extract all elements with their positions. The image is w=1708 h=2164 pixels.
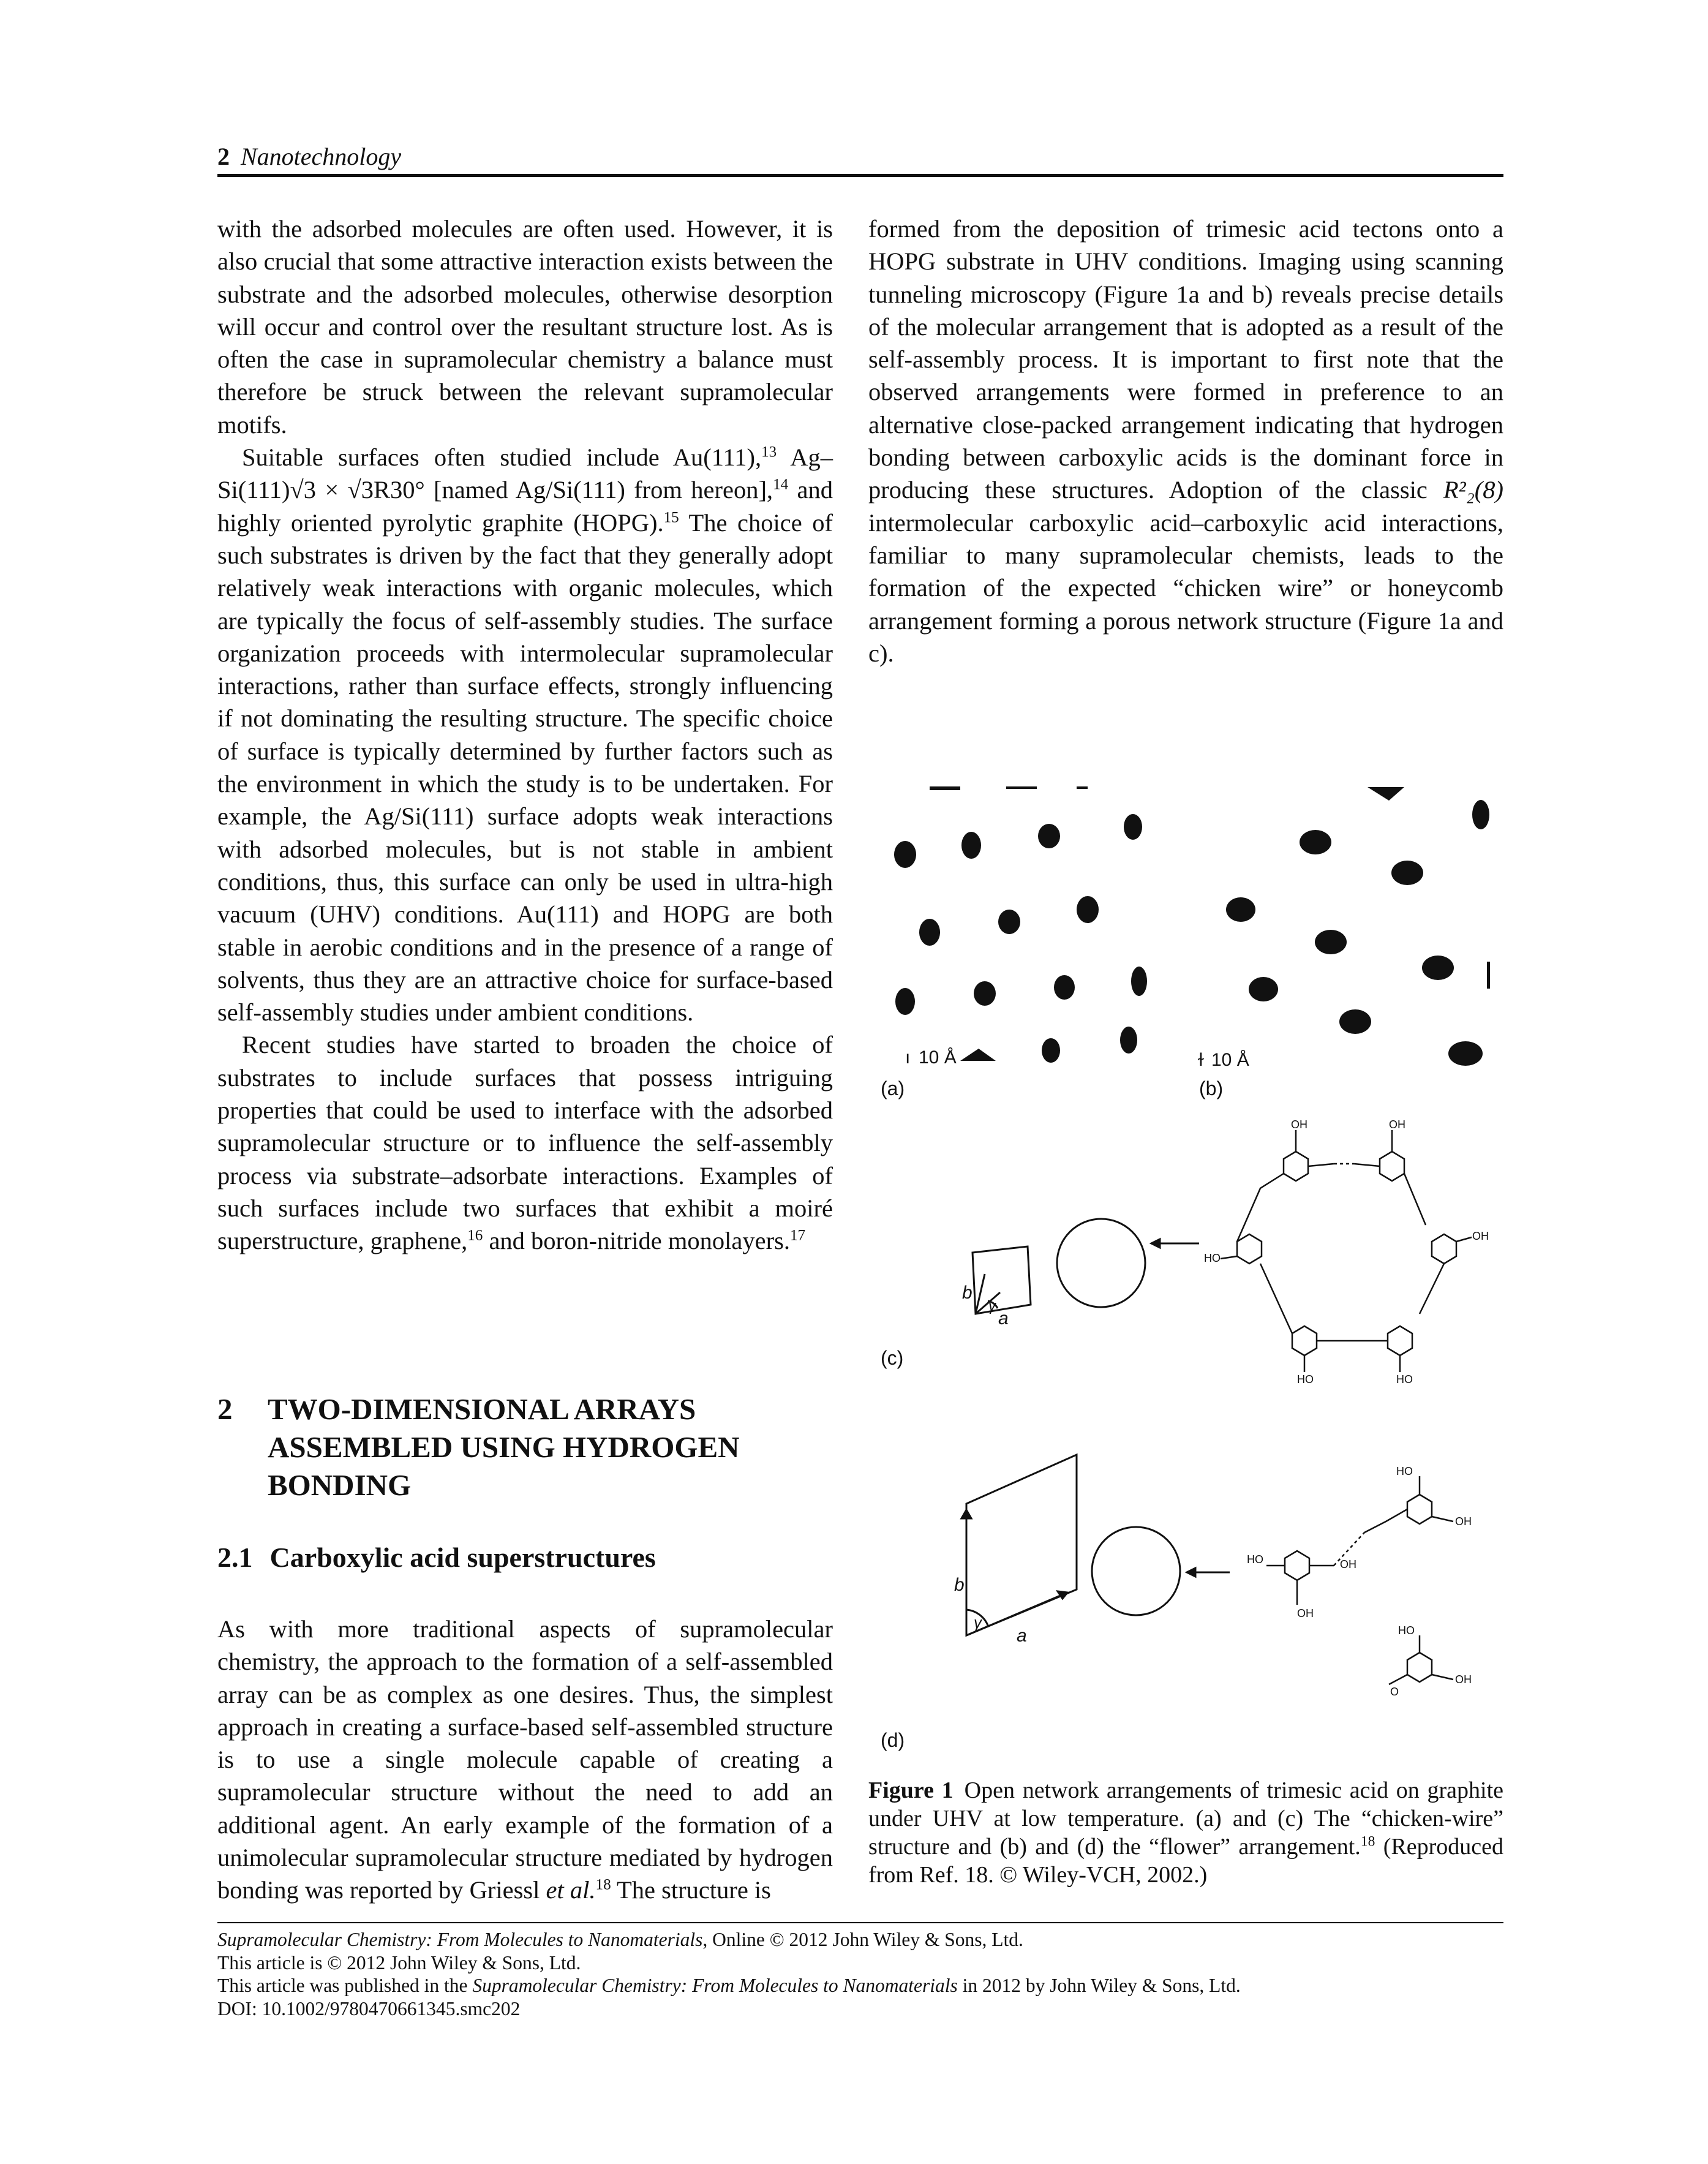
doi[interactable]: DOI: 10.1002/9780470661345.smc202 bbox=[217, 1997, 521, 2019]
footer-line: This article was published in the Supram… bbox=[217, 1975, 1241, 1996]
svg-text:OH: OH bbox=[1340, 1558, 1356, 1570]
header-rule bbox=[217, 174, 1503, 177]
subsection-number: 2.1 bbox=[217, 1542, 253, 1573]
citation[interactable]: 17 bbox=[789, 1227, 806, 1244]
left-column-upper: with the adsorbed molecules are often us… bbox=[217, 213, 833, 1257]
footer-line: Supramolecular Chemistry: From Molecules… bbox=[217, 1929, 1023, 1950]
svg-text:OH: OH bbox=[1389, 1118, 1405, 1131]
footer-rule bbox=[217, 1922, 1503, 1923]
panel-label-c: (c) bbox=[881, 1347, 903, 1369]
paragraph: with the adsorbed molecules are often us… bbox=[217, 215, 833, 439]
panel-label-d: (d) bbox=[881, 1729, 905, 1751]
angle-label-d: γ bbox=[974, 1613, 983, 1632]
svg-text:HO: HO bbox=[1204, 1252, 1221, 1264]
svg-text:OH: OH bbox=[1472, 1230, 1489, 1242]
svg-text:ı: ı bbox=[905, 1047, 910, 1068]
scale-bar-label-b: 10 Å bbox=[1211, 1050, 1249, 1070]
running-title: Nanotechnology bbox=[241, 143, 402, 170]
svg-text:HO: HO bbox=[1398, 1624, 1415, 1637]
section-title: TWO-DIMENSIONAL ARRAYS ASSEMBLED USING H… bbox=[268, 1392, 740, 1502]
page-number: 2 bbox=[217, 143, 230, 170]
svg-text:O: O bbox=[1390, 1686, 1399, 1698]
arrow-d bbox=[1184, 1566, 1230, 1578]
chem-labels-d: HO OH HO OH OH HO OH O bbox=[1247, 1465, 1472, 1698]
subsection-title: Carboxylic acid superstructures bbox=[269, 1542, 656, 1573]
paragraph: As with more traditional aspects of supr… bbox=[217, 1615, 833, 1904]
figure-1: ı 10 Å (a) ɫ 10 Å (b) b a γ bbox=[881, 786, 1490, 1751]
paragraph: Suitable surfaces often studied include … bbox=[217, 443, 833, 1027]
axis-label-a-d: a bbox=[1017, 1626, 1027, 1646]
running-header: 2 Nanotechnology bbox=[217, 142, 401, 171]
svg-text:HO: HO bbox=[1396, 1373, 1413, 1385]
footer: Supramolecular Chemistry: From Molecules… bbox=[217, 1928, 1565, 2020]
citation[interactable]: 14 bbox=[773, 476, 789, 493]
axis-label-a: a bbox=[998, 1308, 1009, 1329]
left-column-lower: As with more traditional aspects of supr… bbox=[217, 1613, 833, 1907]
axis-label-b-d: b bbox=[954, 1575, 965, 1595]
axis-label-b: b bbox=[962, 1283, 973, 1303]
footer-line: This article is © 2012 John Wiley & Sons… bbox=[217, 1951, 581, 1974]
caption-credit: (Reproduced from Ref. 18. © Wiley-VCH, 2… bbox=[868, 1834, 1504, 1888]
citation[interactable]: 18 bbox=[1360, 1833, 1375, 1850]
unit-cell-d bbox=[960, 1453, 1078, 1637]
svg-text:OH: OH bbox=[1455, 1515, 1472, 1528]
citation[interactable]: 15 bbox=[663, 509, 679, 526]
panel-label-a: (a) bbox=[881, 1077, 905, 1099]
right-column: formed from the deposition of trimesic a… bbox=[868, 213, 1503, 669]
panel-label-b: (b) bbox=[1199, 1077, 1223, 1099]
arrow-c bbox=[1149, 1237, 1199, 1250]
unit-cell-c bbox=[971, 1245, 1032, 1315]
section-heading: 2 TWO-DIMENSIONAL ARRAYS ASSEMBLED USING … bbox=[217, 1390, 830, 1504]
citation[interactable]: 18 bbox=[595, 1876, 611, 1893]
svg-text:OH: OH bbox=[1291, 1118, 1307, 1131]
stm-image-a bbox=[894, 786, 1147, 1063]
scale-bar-label-a: 10 Å bbox=[919, 1047, 957, 1068]
svg-text:OH: OH bbox=[1455, 1673, 1472, 1686]
angle-label-c: γ bbox=[988, 1298, 997, 1314]
section-number: 2 bbox=[217, 1392, 233, 1426]
svg-text:HO: HO bbox=[1396, 1465, 1413, 1477]
subsection-heading: 2.1 Carboxylic acid superstructures bbox=[217, 1541, 656, 1574]
citation[interactable]: 13 bbox=[761, 443, 777, 461]
pore-circle-c bbox=[1056, 1218, 1146, 1308]
stm-image-b bbox=[1226, 787, 1490, 1066]
svg-text:OH: OH bbox=[1297, 1607, 1314, 1619]
citation[interactable]: 16 bbox=[467, 1227, 483, 1244]
caption-label: Figure 1 bbox=[868, 1778, 954, 1803]
svg-text:ɫ: ɫ bbox=[1198, 1050, 1204, 1070]
svg-text:HO: HO bbox=[1297, 1373, 1314, 1385]
pore-circle-d bbox=[1091, 1526, 1181, 1616]
trimesic-cluster-d bbox=[1266, 1476, 1454, 1686]
paragraph: formed from the deposition of trimesic a… bbox=[868, 215, 1503, 667]
hydrogen-bond-motif: R²₂(8) bbox=[1443, 476, 1503, 504]
svg-text:HO: HO bbox=[1247, 1553, 1263, 1566]
trimesic-hexamer-c bbox=[1220, 1130, 1472, 1372]
chem-labels-c: OH OH OH HO HO HO bbox=[1204, 1118, 1489, 1385]
paragraph: Recent studies have started to broaden t… bbox=[217, 1031, 833, 1255]
